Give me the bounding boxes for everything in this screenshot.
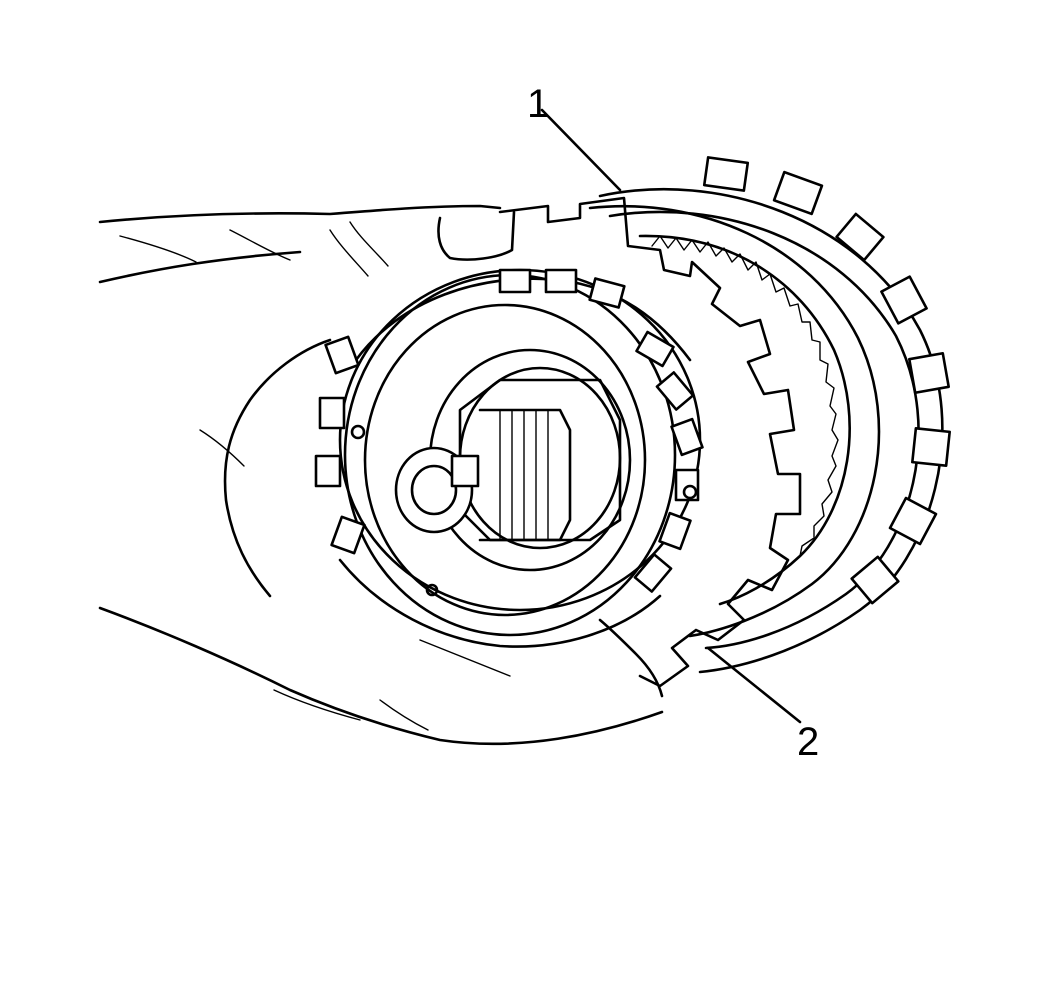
callout-label-2: 2 [797, 720, 820, 764]
drum-splines [314, 268, 704, 593]
steel-plate [498, 196, 802, 688]
splined-shaft [478, 408, 572, 542]
lower-hand [98, 338, 664, 746]
upper-hand [98, 204, 516, 284]
outer-clutch-plate [598, 156, 951, 674]
hub-drum [314, 268, 704, 648]
leader-line-1 [540, 108, 622, 192]
leader-lines [540, 108, 802, 724]
shaft [394, 348, 632, 572]
friction-plate [588, 204, 881, 638]
callout-label-1: 1 [527, 82, 550, 126]
leader-line-2 [706, 646, 802, 724]
